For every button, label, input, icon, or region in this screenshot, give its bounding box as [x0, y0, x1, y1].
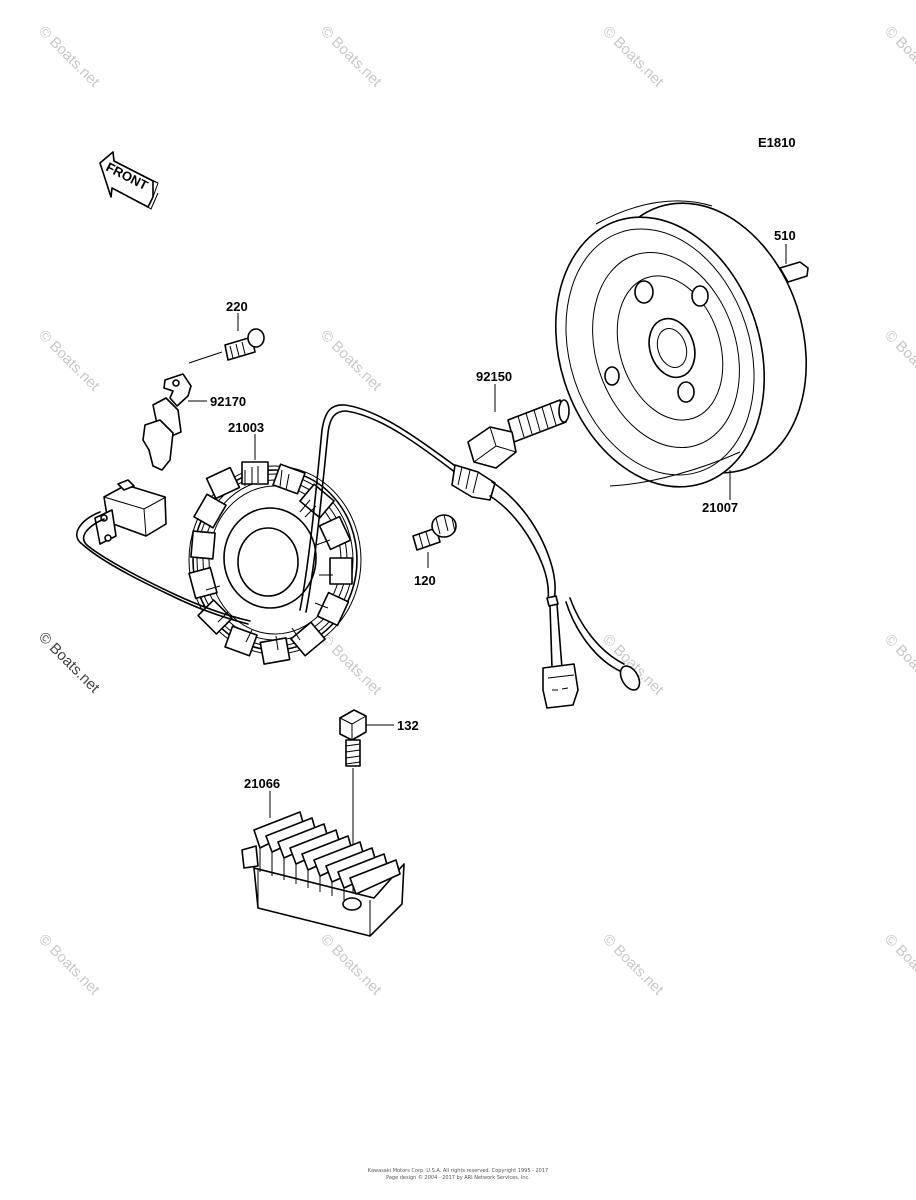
- part-label-21003: 21003: [228, 420, 264, 435]
- stator-21003: [188, 434, 362, 665]
- bolt-120: [412, 514, 457, 568]
- flywheel-21007: [554, 200, 808, 500]
- footer-copyright: Kawasaki Motors Corp. U.S.A. All rights …: [367, 1168, 549, 1174]
- bolt-132: [339, 709, 394, 900]
- front-arrow-icon: FRONT: [99, 151, 159, 210]
- wire-harness: [299, 404, 641, 709]
- bolt-92150: [467, 384, 570, 469]
- watermark-group: © Boats.net © Boats.net © Boats.net © Bo…: [35, 23, 916, 999]
- bolt-220: [188, 313, 265, 364]
- watermark-text: © Boats.net: [317, 23, 385, 91]
- pickup-coil: [94, 479, 167, 545]
- watermark-text: © Boats.net: [881, 931, 916, 999]
- part-label-120: 120: [414, 573, 436, 588]
- watermark-text: © Boats.net: [599, 23, 667, 91]
- watermark-text: © Boats.net: [881, 631, 916, 699]
- regulator-21066: [241, 791, 405, 937]
- watermark-text: © Boats.net: [317, 931, 385, 999]
- watermark-text: © Boats.net: [35, 327, 103, 395]
- watermark-text: © Boats.net: [35, 23, 103, 91]
- part-label-92170: 92170: [210, 394, 246, 409]
- watermark-text-dark: © Boats.net: [35, 629, 103, 697]
- key-510: [779, 244, 809, 283]
- part-label-21007: 21007: [702, 500, 738, 515]
- watermark-text: © Boats.net: [317, 631, 385, 699]
- watermark-text: © Boats.net: [35, 931, 103, 999]
- part-label-510: 510: [774, 228, 796, 243]
- watermark-text: © Boats.net: [881, 23, 916, 91]
- watermark-text: © Boats.net: [317, 327, 385, 395]
- part-label-92150: 92150: [476, 369, 512, 384]
- watermark-text: © Boats.net: [881, 327, 916, 395]
- pickup-wire: [76, 511, 249, 625]
- part-label-220: 220: [226, 299, 248, 314]
- part-label-132: 132: [397, 718, 419, 733]
- diagram-code: E1810: [758, 135, 796, 150]
- part-label-21066: 21066: [244, 776, 280, 791]
- pickup-wire-inner: [82, 518, 251, 622]
- clamp-92170: [142, 373, 207, 471]
- watermark-text: © Boats.net: [599, 931, 667, 999]
- footer-design-credit: Page design © 2004 - 2017 by ARI Network…: [386, 1175, 530, 1181]
